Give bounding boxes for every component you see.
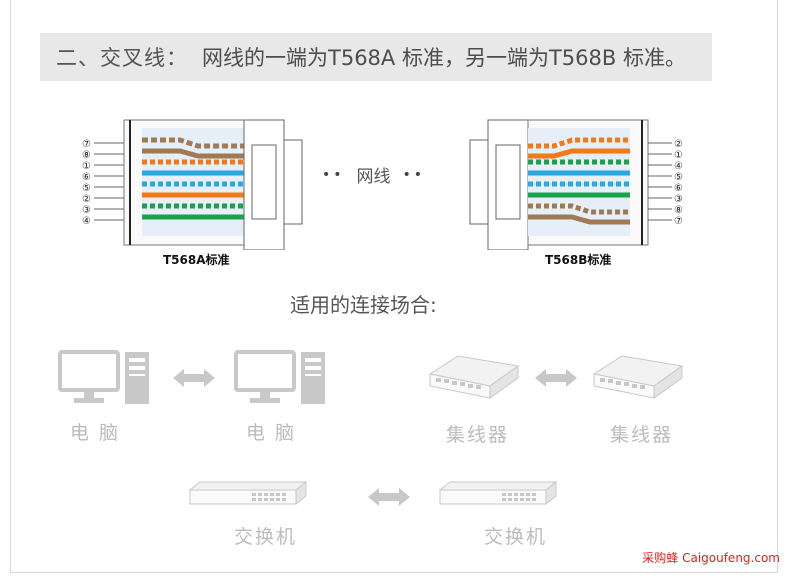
cable-label-group: •• 网线 ••: [322, 162, 426, 188]
pin-label: ②: [82, 194, 91, 205]
section-title-prefix: 二、交叉线：: [56, 46, 188, 70]
pin-label: ①: [674, 150, 683, 161]
applicable-scenarios-heading: 适用的连接场合:: [290, 293, 437, 317]
pin-label: ④: [674, 161, 683, 172]
pin-label: ⑥: [674, 183, 683, 194]
computer-icon: [234, 350, 329, 410]
hub-icon: [592, 352, 684, 406]
pin-label: ②: [674, 139, 683, 150]
switch-label: 交换机: [484, 526, 548, 548]
hub-label: 集线器: [446, 424, 510, 446]
double-arrow-icon: [535, 368, 577, 392]
pin-label: ⑥: [82, 172, 91, 183]
rj45-plug-t568a: ⑦ ⑧ ① ⑥ ⑤ ② ③ ④: [80, 110, 310, 250]
dots-right: ••: [402, 166, 426, 183]
section-title-text: 网线的一端为T568A 标准，另一端为T568B 标准。: [202, 46, 686, 70]
pin-label: ⑦: [674, 216, 683, 227]
switch-icon: [186, 480, 308, 512]
hub-label: 集线器: [610, 424, 674, 446]
pin-label: ③: [82, 205, 91, 216]
dots-left: ••: [322, 166, 345, 183]
section-title-bar: 二、交叉线： 网线的一端为T568A 标准，另一端为T568B 标准。: [40, 33, 712, 81]
computer-label: 电 脑: [246, 422, 297, 444]
pin-label: ④: [82, 216, 91, 227]
rj45-plug-t568b: ② ① ④ ⑤ ⑥ ③ ⑧ ⑦: [462, 110, 692, 250]
switch-icon: [436, 480, 558, 512]
content-frame: [10, 0, 778, 573]
pin-label: ③: [674, 194, 683, 205]
hub-icon: [428, 352, 520, 406]
pin-label: ①: [82, 161, 91, 172]
site-watermark: 采购蜂 Caigoufeng.com: [642, 551, 780, 565]
computer-icon: [58, 350, 153, 410]
double-arrow-icon: [368, 487, 410, 511]
pin-label: ⑧: [674, 205, 683, 216]
switch-label: 交换机: [234, 526, 298, 548]
pin-label: ⑤: [82, 183, 91, 194]
double-arrow-icon: [173, 368, 215, 392]
pin-label: ⑧: [82, 150, 91, 161]
pin-label: ⑦: [82, 139, 91, 150]
cable-label: 网线: [356, 167, 391, 187]
pin-label: ⑤: [674, 172, 683, 183]
t568a-label: T568A标准: [163, 253, 230, 267]
t568b-label: T568B标准: [545, 253, 612, 267]
computer-label: 电 脑: [70, 422, 121, 444]
